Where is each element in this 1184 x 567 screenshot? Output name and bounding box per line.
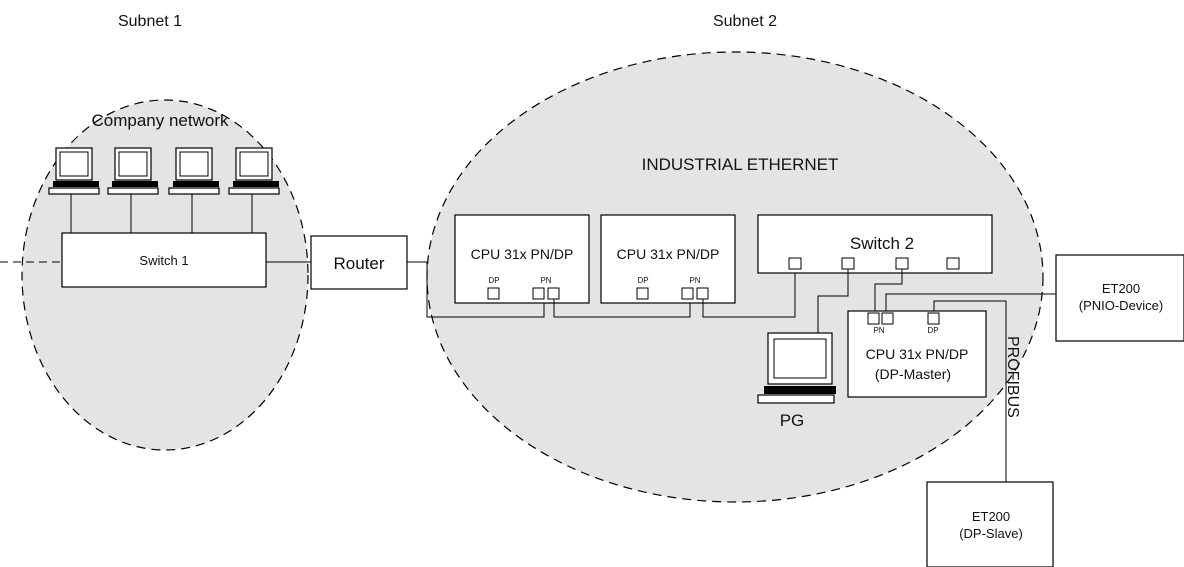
desktop-computer-icon bbox=[757, 332, 836, 404]
et200-slave-label-1: ET200 bbox=[972, 509, 1010, 524]
cpu-b-label: CPU 31x PN/DP bbox=[617, 246, 720, 262]
profibus-label: PROFIBUS bbox=[1004, 336, 1021, 418]
cpu-master-pn-port-1 bbox=[867, 312, 880, 325]
switch2-label: Switch 2 bbox=[850, 234, 914, 253]
desktop-computer-icon bbox=[107, 147, 159, 195]
et200-device-label-1: ET200 bbox=[1102, 281, 1140, 296]
company-network-label: Company network bbox=[91, 111, 229, 130]
cpu-a-pn-port-1 bbox=[532, 287, 545, 300]
pg-computer bbox=[757, 332, 836, 404]
pg-label: PG bbox=[780, 411, 805, 430]
switch2-port-2 bbox=[841, 257, 855, 270]
cpu-b-dp-label: DP bbox=[637, 276, 648, 285]
cpu-a-pn-port-2 bbox=[547, 287, 560, 300]
link-cpu-a-cpu-b bbox=[553, 299, 691, 318]
industrial-ethernet-label: INDUSTRIAL ETHERNET bbox=[642, 155, 839, 174]
cpu-master-dp-label: DP bbox=[927, 326, 938, 335]
cpu-b-pn-port-2 bbox=[696, 287, 709, 300]
cpu-b-dp-port bbox=[636, 287, 649, 300]
link-cpu-b-switch2 bbox=[702, 269, 796, 318]
link-cpu-master-et200-device bbox=[885, 293, 1056, 311]
cpu-a-box bbox=[454, 214, 590, 304]
subnet2-label: Subnet 2 bbox=[713, 13, 777, 30]
cpu-a-dp-port bbox=[487, 287, 500, 300]
link-switch2-pg bbox=[817, 269, 849, 334]
link-switch2-cpu-master bbox=[874, 269, 903, 311]
company-computer-2 bbox=[107, 147, 159, 195]
cpu-b-box bbox=[600, 214, 736, 304]
switch1-label: Switch 1 bbox=[139, 253, 188, 268]
cpu-b-pn-label: PN bbox=[689, 276, 700, 285]
company-computer-1 bbox=[48, 147, 100, 195]
switch2-port-3 bbox=[895, 257, 909, 270]
cpu-a-dp-label: DP bbox=[488, 276, 499, 285]
switch1-box bbox=[61, 232, 267, 288]
cpu-b-pn-port-1 bbox=[681, 287, 694, 300]
cpu-master-pn-port-2 bbox=[881, 312, 894, 325]
switch2-port-1 bbox=[788, 257, 802, 270]
et200-device-label-2: (PNIO-Device) bbox=[1079, 298, 1164, 313]
cpu-a-label: CPU 31x PN/DP bbox=[471, 246, 574, 262]
et200-slave-label-2: (DP-Slave) bbox=[959, 526, 1023, 541]
cpu-master-pn-label: PN bbox=[873, 326, 884, 335]
desktop-computer-icon bbox=[48, 147, 100, 195]
desktop-computer-icon bbox=[168, 147, 220, 195]
router-label: Router bbox=[333, 254, 384, 273]
subnet1-label: Subnet 1 bbox=[118, 13, 182, 30]
link-router-cpu-a bbox=[407, 261, 545, 318]
cpu-master-label-2: (DP-Master) bbox=[875, 366, 951, 382]
cpu-a-pn-label: PN bbox=[540, 276, 551, 285]
company-computer-4 bbox=[228, 147, 280, 195]
switch2-port-4 bbox=[946, 257, 960, 270]
profibus-line bbox=[933, 300, 1007, 482]
et200-slave-box bbox=[926, 481, 1054, 567]
cpu-master-dp-port bbox=[927, 312, 940, 325]
company-computer-3 bbox=[168, 147, 220, 195]
cpu-master-label-1: CPU 31x PN/DP bbox=[866, 346, 969, 362]
desktop-computer-icon bbox=[228, 147, 280, 195]
et200-device-box bbox=[1055, 254, 1184, 342]
cpu-master-box bbox=[847, 310, 987, 398]
